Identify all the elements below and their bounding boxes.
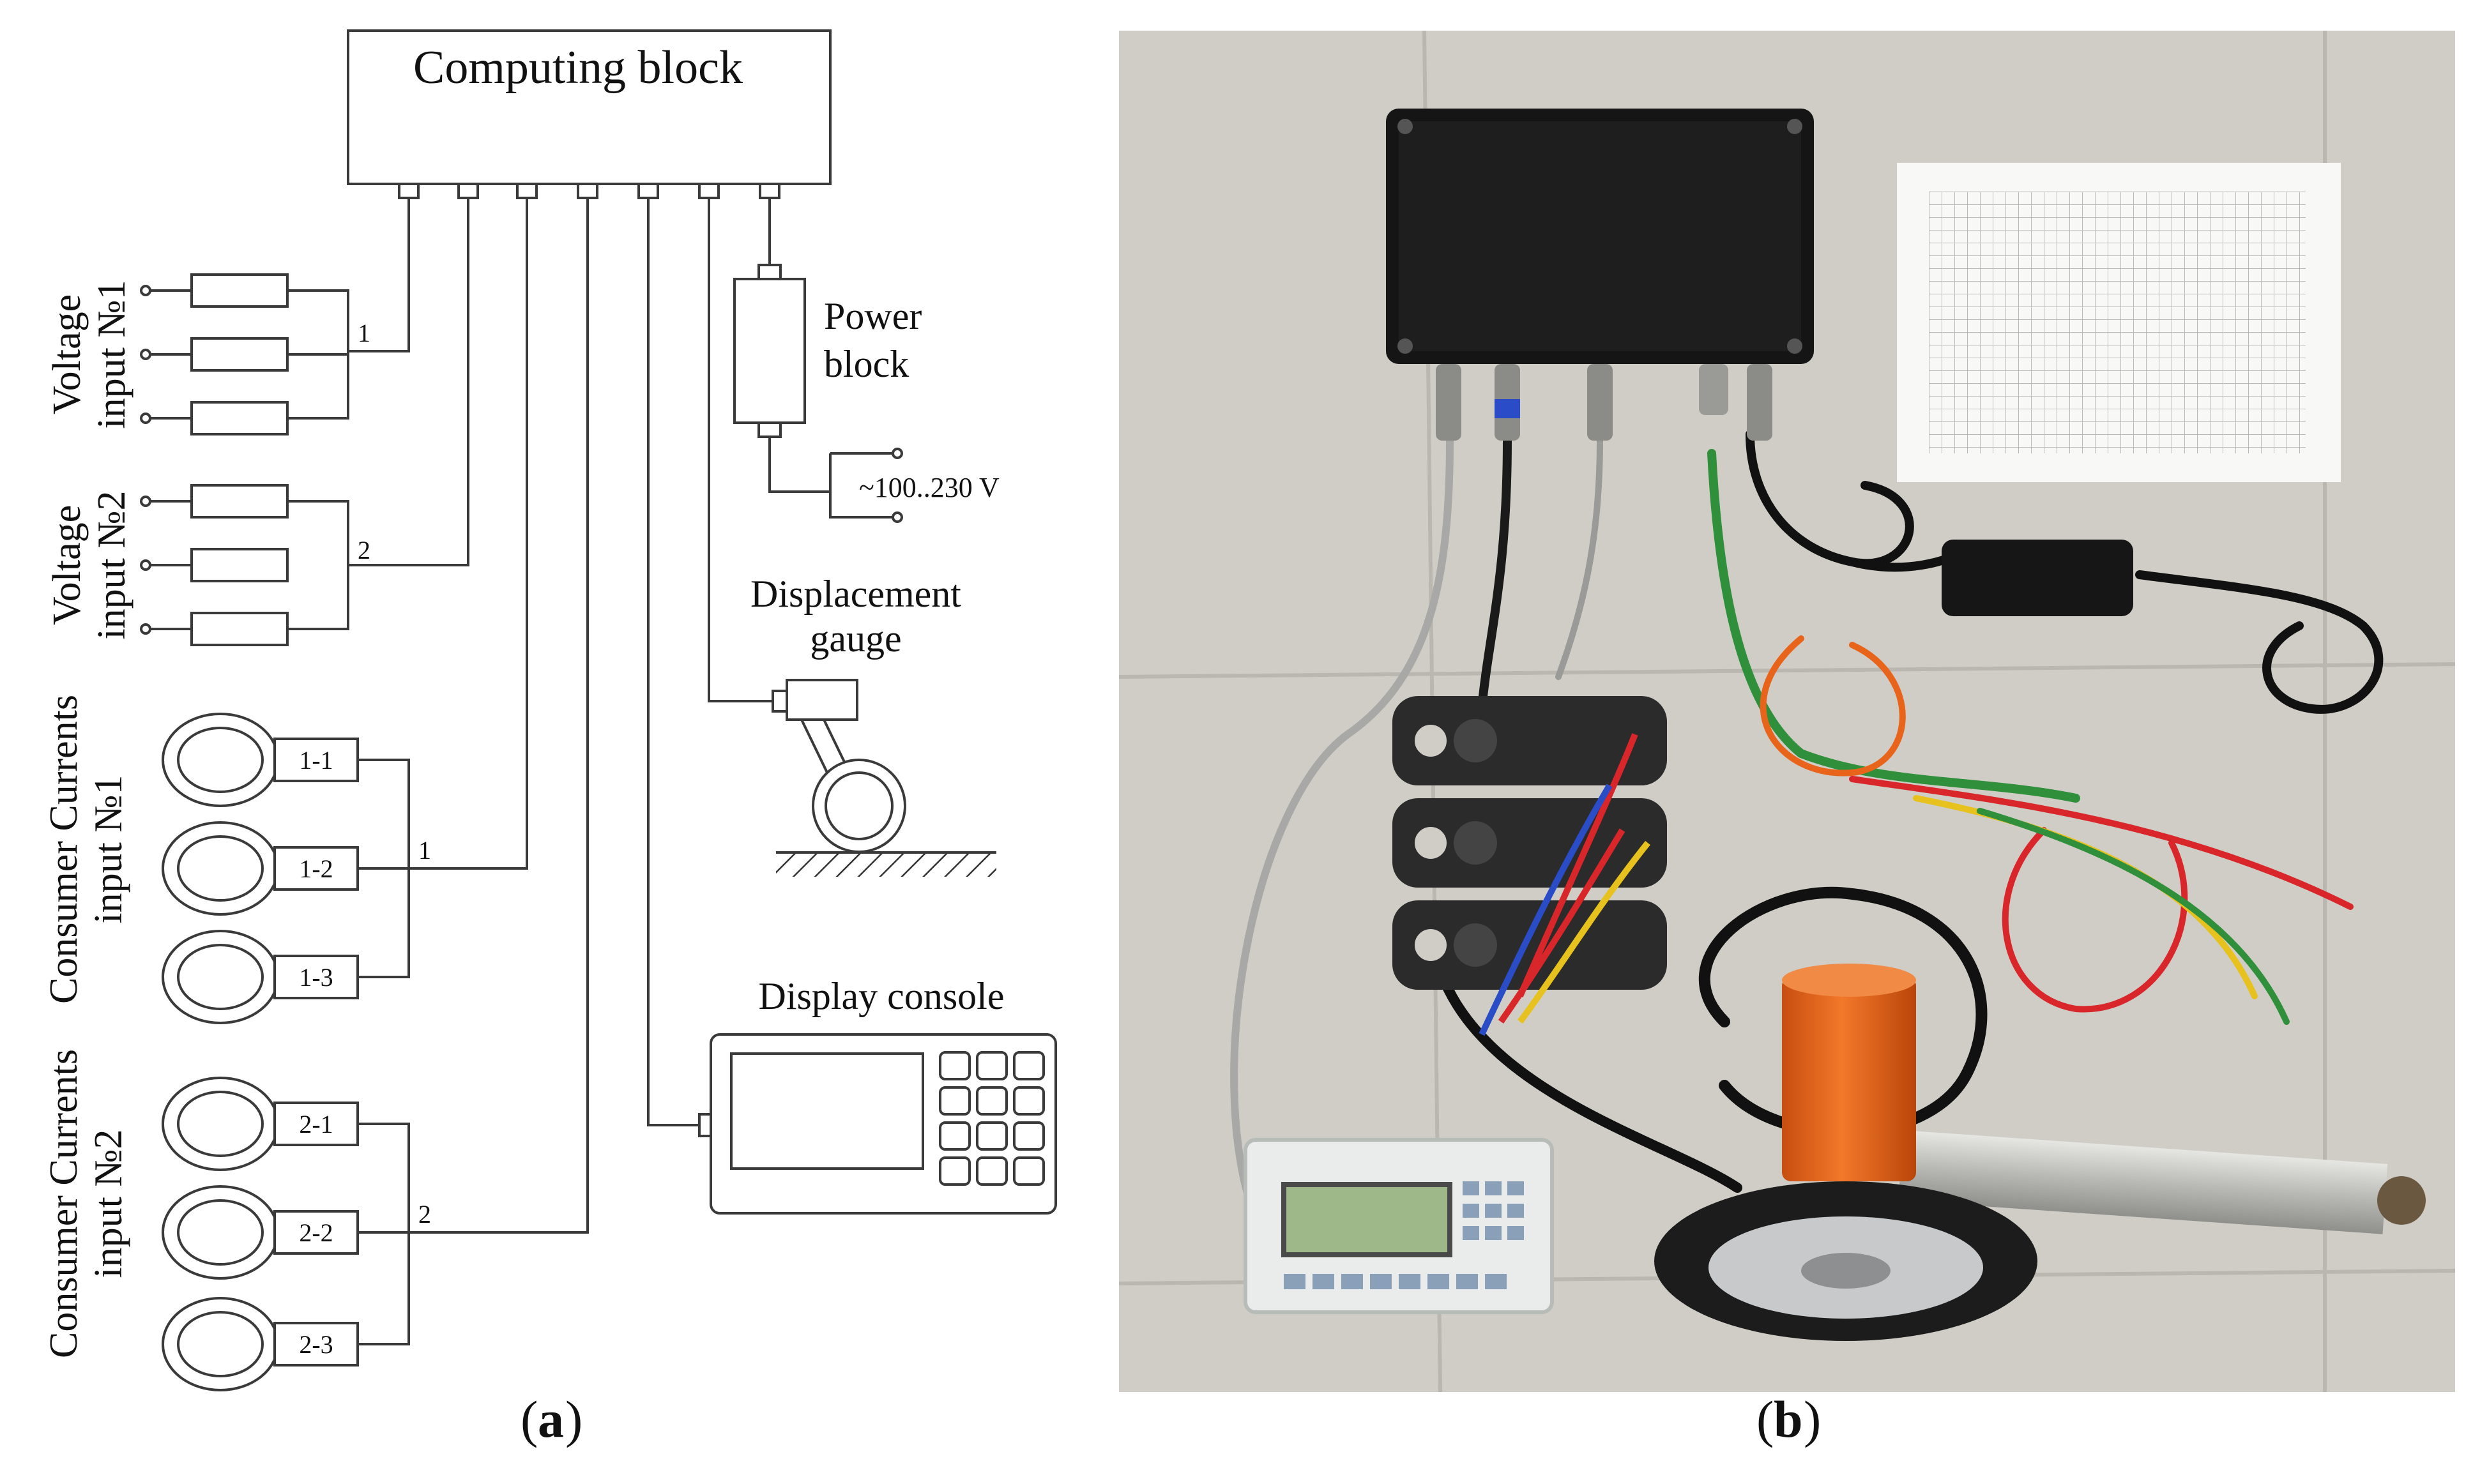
hardware-photo-panel [1118, 30, 2456, 1393]
wire-currents-1 [409, 198, 528, 870]
photo-display-console-screen [1281, 1182, 1452, 1257]
cable-green-main [1707, 449, 2080, 803]
voltage-input-2 [140, 484, 349, 646]
currents-input-2-label-line1: Consumer Currents [42, 1049, 86, 1358]
displacement-gauge-label-line1: Displacement [750, 573, 961, 615]
computing-block-ports [398, 183, 780, 199]
power-block-label-line1: Power [824, 295, 922, 337]
wire-green-lead [1977, 808, 2290, 1025]
voltage-bus-1-label: 1 [358, 319, 370, 347]
mains-terminal-top [892, 448, 903, 459]
caption-a: ( a ) [521, 1390, 582, 1448]
photo-gauge-cylinder-top [1782, 964, 1916, 997]
voltage-input-1 [140, 273, 349, 435]
power-block-connector-bottom [757, 421, 782, 438]
wire-red-coil [2002, 827, 2188, 1013]
wire-display-console [647, 198, 699, 1126]
voltage-bus-2-label: 2 [358, 536, 370, 564]
cable-black-to-clamps [1477, 436, 1512, 713]
ground-hatch [776, 852, 996, 877]
displacement-gauge-body [786, 679, 858, 721]
power-block [733, 278, 806, 424]
photo-gauge-cylinder [1782, 977, 1916, 1181]
power-block-connector-top [757, 264, 782, 280]
photo-computing-block-lid [1399, 121, 1801, 351]
voltage-input-2-label-line2: input №2 [90, 490, 133, 639]
photo-computing-block-screws [1397, 119, 1802, 354]
photo-blue-connector-sleeve [1495, 399, 1520, 418]
display-console-screen [730, 1052, 924, 1170]
currents-input-1-label-line2: input №1 [87, 775, 130, 923]
clamp-label-2-1: 2-1 [299, 1110, 333, 1139]
wire-red-lead [1849, 776, 2354, 910]
computing-block-label: Computing block [413, 42, 743, 94]
clamp-label-2-2: 2-2 [299, 1218, 333, 1247]
computing-block [347, 29, 832, 185]
currents-input-2-label-line2: input №2 [87, 1129, 130, 1278]
power-block-label-line2: block [824, 343, 909, 385]
photo-computing-block-connectors [1436, 364, 1772, 441]
current-clamps-input-2 [162, 1077, 410, 1391]
voltage-input-1-label-line1: Voltage [45, 294, 89, 414]
grid-paper-lines [1929, 192, 2306, 453]
cable-gray-to-clamps [1555, 437, 1603, 680]
caption-b-letter: b [1774, 1390, 1803, 1448]
wire-currents-2 [409, 198, 589, 1234]
clamp-label-2-3: 2-3 [299, 1330, 333, 1359]
currents-bus-1-label: 1 [418, 836, 431, 865]
photo-current-clamps [1392, 696, 1667, 1036]
caption-b: ( b ) [1756, 1390, 1821, 1448]
mains-wiring [768, 437, 894, 519]
current-clamps-input-1 [162, 713, 410, 1024]
clamp-label-1-2: 1-2 [299, 854, 333, 883]
caption-a-letter: a [538, 1390, 564, 1448]
displacement-gauge-port [772, 690, 788, 713]
cable-mains-coil [2135, 570, 2384, 714]
caption-b-close: ) [1804, 1390, 1821, 1448]
display-console-port [698, 1113, 712, 1137]
display-console-keypad [939, 1051, 1045, 1186]
clamp-label-1-1: 1-1 [299, 746, 333, 775]
mains-voltage-label: ~100..230 V [859, 472, 1000, 503]
photo-power-adapter [1942, 540, 2133, 616]
mains-terminal-bottom [892, 511, 903, 523]
clamp-label-1-3: 1-3 [299, 963, 333, 992]
currents-input-1-label-line1: Consumer Currents [42, 695, 86, 1004]
voltage-input-2-label-line1: Voltage [45, 505, 89, 625]
cable-gray-to-console [1230, 437, 1454, 1230]
display-console-label: Display console [759, 975, 1005, 1017]
photo-gauge-arm-pivot [2377, 1176, 2426, 1225]
wire-voltage-1 [348, 198, 410, 352]
caption-a-open: ( [521, 1390, 538, 1448]
displacement-gauge-label-line2: gauge [810, 617, 901, 660]
caption-b-open: ( [1756, 1390, 1774, 1448]
wire-displacement-gauge [708, 198, 773, 702]
currents-bus-2-label: 2 [418, 1200, 431, 1229]
displacement-gauge-wheel-inner [825, 771, 894, 840]
caption-a-close: ) [565, 1390, 582, 1448]
photo-gauge-arm [1898, 1130, 2388, 1234]
voltage-input-1-label-line2: input №1 [90, 280, 133, 428]
photo-display-console-keys [1284, 1181, 1524, 1289]
schematic-panel: Computing block Power block ~100..230 V [42, 29, 1057, 1391]
photo-gauge-wheel-hub [1801, 1253, 1891, 1289]
wire-voltage-2 [348, 198, 469, 566]
wire-orange-coil [1760, 635, 1906, 776]
